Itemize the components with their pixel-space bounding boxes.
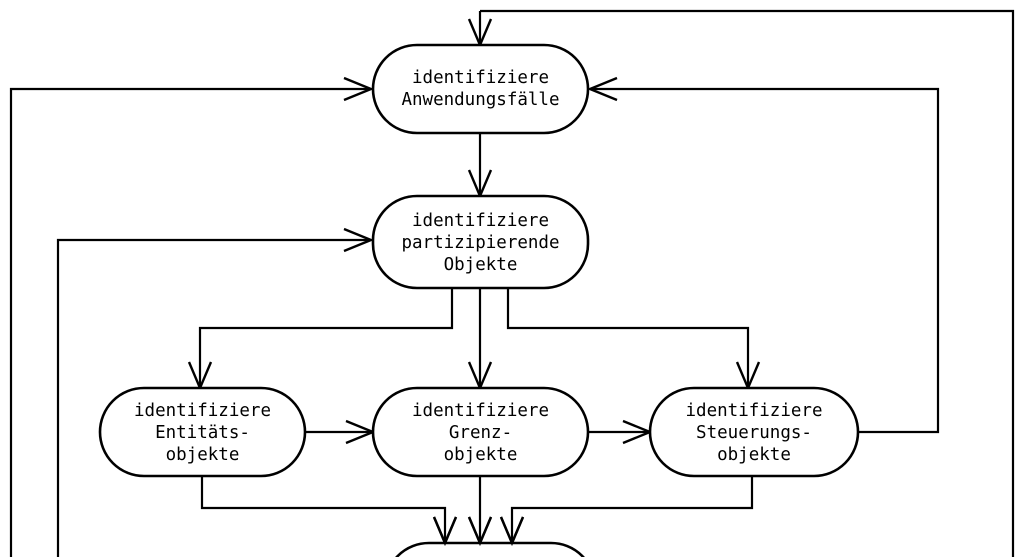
node-anwendungsfaelle-shape[interactable] — [371, 43, 590, 135]
node-anwendungsfaelle[interactable]: identifiziere Anwendungsfälle — [371, 43, 590, 135]
node-steuerungsobjekte[interactable]: identifiziere Steuerungs- objekte — [648, 386, 860, 478]
node-partizipierende-objekte-line2: partizipierende — [401, 233, 559, 253]
edge-steuerungs-feedback-to-anwendungsfaelle — [592, 87, 940, 434]
edge-right-outer-rail — [480, 9, 1015, 557]
arrowhead-steuerungs-feedback — [586, 76, 618, 102]
edge-entitaets-to-bottom — [200, 476, 447, 543]
node-entitaetsobjekte-line3: objekte — [166, 445, 240, 465]
node-grenzobjekte-line1: identifiziere — [412, 401, 549, 421]
node-steuerungsobjekte-line3: objekte — [717, 445, 791, 465]
node-grenzobjekte-line3: objekte — [444, 445, 518, 465]
node-anwendungsfaelle-line1: identifiziere — [412, 68, 549, 88]
edge-left-inner-rail-to-partizipierende — [56, 238, 369, 557]
arrowhead-left-outer-into-anwendungsfaelle — [343, 76, 375, 102]
arrowhead-entitaets-to-bottom-overlay — [432, 516, 458, 547]
node-bottom-partial-shape[interactable] — [385, 541, 595, 557]
node-grenzobjekte-shape[interactable] — [371, 386, 590, 478]
node-entitaetsobjekte-shape[interactable] — [98, 386, 307, 478]
node-partizipierende-objekte[interactable]: identifiziere partizipierende Objekte — [371, 194, 590, 290]
edge-partizipierende-to-entitaets — [198, 288, 454, 388]
node-grenzobjekte-line2: Grenz- — [449, 423, 512, 443]
node-partizipierende-objekte-shape[interactable] — [371, 194, 590, 290]
arrowhead-steuerungs-to-bottom-overlay — [499, 516, 525, 547]
edge-partizipierende-to-steuerungs — [506, 288, 750, 388]
node-grenzobjekte[interactable]: identifiziere Grenz- objekte — [371, 386, 590, 478]
arrowhead-left-inner-into-partizipierende — [343, 227, 375, 253]
arrowhead-grenz-to-bottom-overlay — [467, 516, 493, 547]
edge-left-outer-rail-to-anwendungsfaelle — [9, 87, 369, 557]
node-anwendungsfaelle-line2: Anwendungsfälle — [401, 90, 559, 110]
node-partizipierende-objekte-line1: identifiziere — [412, 211, 549, 231]
edge-steuerungs-to-bottom — [510, 476, 754, 543]
node-entitaetsobjekte[interactable]: identifiziere Entitäts- objekte — [98, 386, 307, 478]
node-steuerungsobjekte-line2: Steuerungs- — [696, 423, 812, 443]
node-bottom-partial[interactable] — [385, 541, 595, 557]
node-partizipierende-objekte-line3: Objekte — [444, 255, 518, 275]
node-steuerungsobjekte-line1: identifiziere — [686, 401, 823, 421]
node-steuerungsobjekte-shape[interactable] — [648, 386, 860, 478]
node-entitaetsobjekte-line2: Entitäts- — [155, 423, 250, 443]
node-entitaetsobjekte-line1: identifiziere — [134, 401, 271, 421]
